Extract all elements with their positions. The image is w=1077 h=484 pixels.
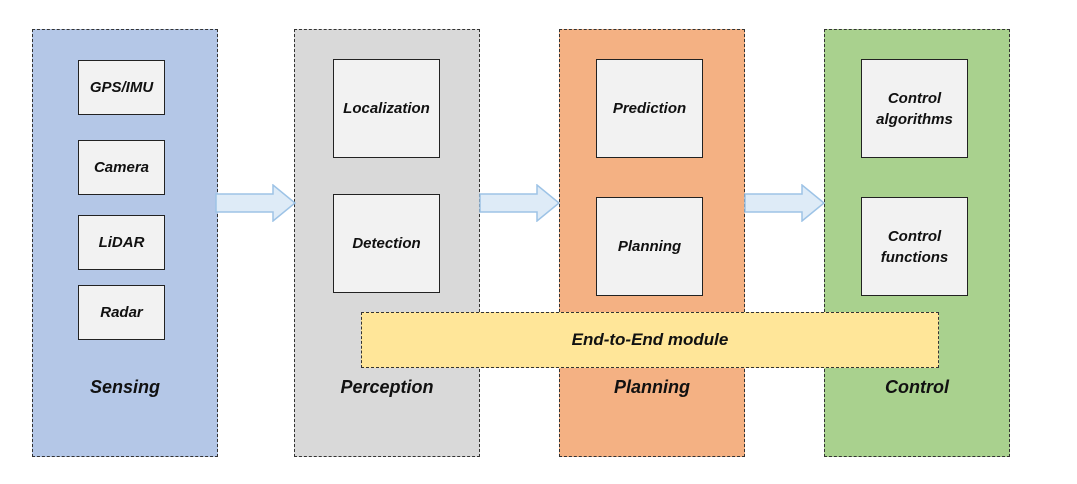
control-functions-box: Control functions <box>861 197 968 296</box>
control-stage: Control algorithms Control functions Con… <box>824 29 1010 457</box>
planning-box: Planning <box>596 197 703 296</box>
sensing-label: Sensing <box>89 377 160 397</box>
lidar-box: LiDAR <box>78 215 165 270</box>
arrow-planning-to-control <box>744 184 826 222</box>
end-to-end-module: End-to-End module <box>361 312 939 368</box>
planning-stage: Prediction Planning Planning <box>559 29 745 457</box>
detection-box: Detection <box>333 194 440 293</box>
end-to-end-label: End-to-End module <box>571 330 729 349</box>
perception-stage: Localization Detection Perception <box>294 29 480 457</box>
arrow-perception-to-planning <box>479 184 561 222</box>
gps-imu-box: GPS/IMU <box>78 60 165 115</box>
control-label: Control <box>885 377 949 397</box>
camera-box: Camera <box>78 140 165 195</box>
radar-box: Radar <box>78 285 165 340</box>
arrow-sensing-to-perception <box>215 184 297 222</box>
control-algorithms-box: Control algorithms <box>861 59 968 158</box>
planning-label: Planning <box>614 377 690 397</box>
prediction-box: Prediction <box>596 59 703 158</box>
perception-label: Perception <box>340 377 434 397</box>
sensing-stage: GPS/IMU Camera LiDAR Radar Sensing <box>32 29 218 457</box>
localization-box: Localization <box>333 59 440 158</box>
